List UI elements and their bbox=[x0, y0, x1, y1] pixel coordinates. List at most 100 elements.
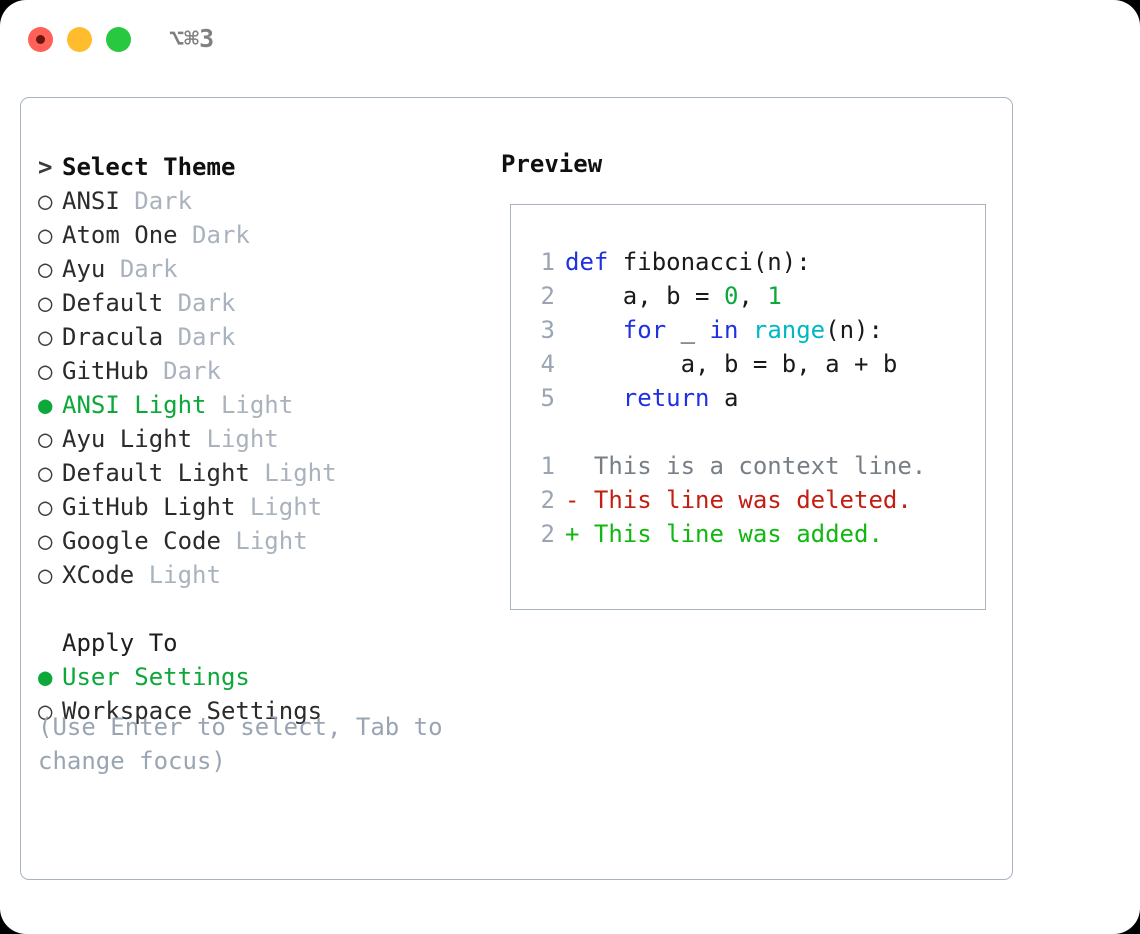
title-bar: ⌥⌘3 bbox=[0, 0, 1140, 78]
theme-variant-tag: Light bbox=[220, 391, 294, 419]
radio-icon[interactable]: ○ bbox=[38, 459, 53, 487]
theme-list-item[interactable]: ○ Ayu Light Light bbox=[38, 422, 498, 456]
radio-icon[interactable]: ○ bbox=[38, 697, 53, 725]
code-token: 1 bbox=[767, 282, 782, 310]
apply-to-option-selected[interactable]: ● User Settings bbox=[38, 660, 498, 694]
theme-variant-tag: Dark bbox=[177, 289, 236, 317]
code-token: for bbox=[622, 316, 667, 344]
line-number: 4 bbox=[540, 350, 555, 378]
theme-list-item[interactable]: ○Default Dark bbox=[38, 286, 498, 320]
code-line: 4 a, b = b, a + b bbox=[511, 347, 985, 381]
theme-name: ANSI bbox=[62, 187, 120, 215]
theme-variant-tag: Light bbox=[264, 459, 337, 487]
theme-variant-tag: Light bbox=[235, 527, 308, 555]
apply-to-title: Apply To bbox=[62, 629, 178, 657]
keyboard-hint-text: (Use Enter to select, Tab to change focu… bbox=[38, 713, 443, 775]
apply-to-label: oApply To bbox=[38, 626, 498, 660]
theme-variant-tag: Dark bbox=[134, 187, 193, 215]
radio-icon[interactable]: ○ bbox=[38, 357, 53, 385]
diff-marker bbox=[565, 452, 579, 480]
radio-icon[interactable]: ○ bbox=[38, 561, 53, 589]
radio-icon[interactable]: ○ bbox=[38, 323, 53, 351]
radio-icon[interactable]: ○ bbox=[38, 221, 53, 249]
theme-list-item[interactable]: ○ ANSI Dark bbox=[38, 184, 498, 218]
code-token: return bbox=[622, 384, 710, 412]
code-line: 5 return a bbox=[511, 381, 985, 415]
code-token: _ bbox=[666, 316, 710, 344]
line-number: 3 bbox=[540, 316, 555, 344]
spacer: o bbox=[38, 626, 62, 660]
code-token: def bbox=[565, 248, 609, 276]
radio-icon[interactable]: ○ bbox=[38, 493, 53, 521]
line-number: 1 bbox=[540, 248, 555, 276]
code-token: , bbox=[738, 282, 768, 310]
keyboard-shortcut-label: ⌥⌘3 bbox=[169, 24, 215, 53]
theme-name: GitHub Light bbox=[62, 493, 236, 521]
code-line: 1 def fibonacci(n): bbox=[511, 245, 985, 279]
diff-text: This line was added. bbox=[579, 520, 883, 548]
prompt-caret-icon: > bbox=[38, 153, 67, 181]
diff-sample: 1 This is a context line. 2- This line w… bbox=[511, 415, 985, 551]
radio-icon[interactable]: ○ bbox=[38, 527, 53, 555]
code-token: in bbox=[709, 316, 739, 344]
theme-list-item[interactable]: ○ Atom One Dark bbox=[38, 218, 498, 252]
theme-name: Default Light bbox=[62, 459, 250, 487]
theme-list-item-selected[interactable]: ●ANSI Light Light bbox=[38, 388, 498, 422]
theme-name: Google Code bbox=[62, 527, 221, 555]
theme-variant-tag: Dark bbox=[177, 323, 236, 351]
theme-variant-tag: Light bbox=[249, 493, 323, 521]
theme-name: Ayu Light bbox=[62, 425, 193, 453]
radio-icon[interactable]: ○ bbox=[38, 289, 53, 317]
theme-picker-header: > Select Theme bbox=[38, 150, 498, 184]
page-title: Select Theme bbox=[62, 153, 236, 181]
diff-marker: + bbox=[565, 520, 580, 548]
theme-variant-tag: Dark bbox=[192, 221, 250, 249]
radio-icon-selected[interactable]: ● bbox=[38, 663, 53, 691]
theme-name: Atom One bbox=[62, 221, 178, 249]
radio-icon[interactable]: ○ bbox=[38, 425, 53, 453]
line-number: 5 bbox=[540, 384, 555, 412]
diff-line-deleted: 2- This line was deleted. bbox=[511, 483, 985, 517]
line-number: 1 bbox=[540, 452, 555, 480]
theme-list-item[interactable]: ○ Google Code Light bbox=[38, 524, 498, 558]
radio-icon[interactable]: ○ bbox=[38, 255, 53, 283]
theme-list-item[interactable]: ○ Dracula Dark bbox=[38, 320, 498, 354]
theme-list-item[interactable]: ○Ayu Dark bbox=[38, 252, 498, 286]
code-token bbox=[565, 384, 623, 412]
main-panel: > Select Theme ○ ANSI Dark ○ Atom One Dark… bbox=[20, 97, 1013, 880]
code-token: (n): bbox=[825, 316, 883, 344]
theme-variant-tag: Light bbox=[206, 425, 279, 453]
theme-variant-tag: Light bbox=[148, 561, 221, 589]
theme-name: XCode bbox=[62, 561, 135, 589]
code-token: a, b = b, a + b bbox=[565, 350, 898, 378]
line-number: 2 bbox=[540, 520, 555, 548]
theme-name: Ayu bbox=[62, 255, 106, 283]
code-token: a bbox=[709, 384, 739, 412]
theme-picker: > Select Theme ○ ANSI Dark ○ Atom One Dark… bbox=[38, 150, 498, 728]
code-token: range bbox=[752, 316, 826, 344]
code-token: fibonacci(n): bbox=[608, 248, 811, 276]
apply-to-option-label: User Settings bbox=[62, 663, 250, 691]
apply-to-option[interactable]: ○ Workspace Settings bbox=[38, 694, 498, 728]
theme-name: GitHub bbox=[62, 357, 149, 385]
line-number: 2 bbox=[540, 486, 555, 514]
theme-list-item[interactable]: ○GitHub Dark bbox=[38, 354, 498, 388]
code-token bbox=[565, 316, 623, 344]
apply-to-option-label: Workspace Settings bbox=[62, 697, 323, 725]
theme-list-item[interactable]: ○ Default Light Light bbox=[38, 456, 498, 490]
theme-list-item[interactable]: ○ XCode Light bbox=[38, 558, 498, 592]
diff-marker: - bbox=[565, 486, 580, 514]
radio-icon-selected[interactable]: ● bbox=[38, 391, 53, 419]
line-number: 2 bbox=[540, 282, 555, 310]
minimize-window-button[interactable] bbox=[67, 27, 92, 52]
radio-icon[interactable]: ○ bbox=[38, 187, 53, 215]
preview-heading: Preview bbox=[501, 150, 603, 178]
theme-list-item[interactable]: ○ GitHub Light Light bbox=[38, 490, 498, 524]
theme-name: Dracula bbox=[62, 323, 164, 351]
diff-text: This is a context line. bbox=[579, 452, 927, 480]
maximize-window-button[interactable] bbox=[106, 27, 131, 52]
diff-line-context: 1 This is a context line. bbox=[511, 449, 985, 483]
